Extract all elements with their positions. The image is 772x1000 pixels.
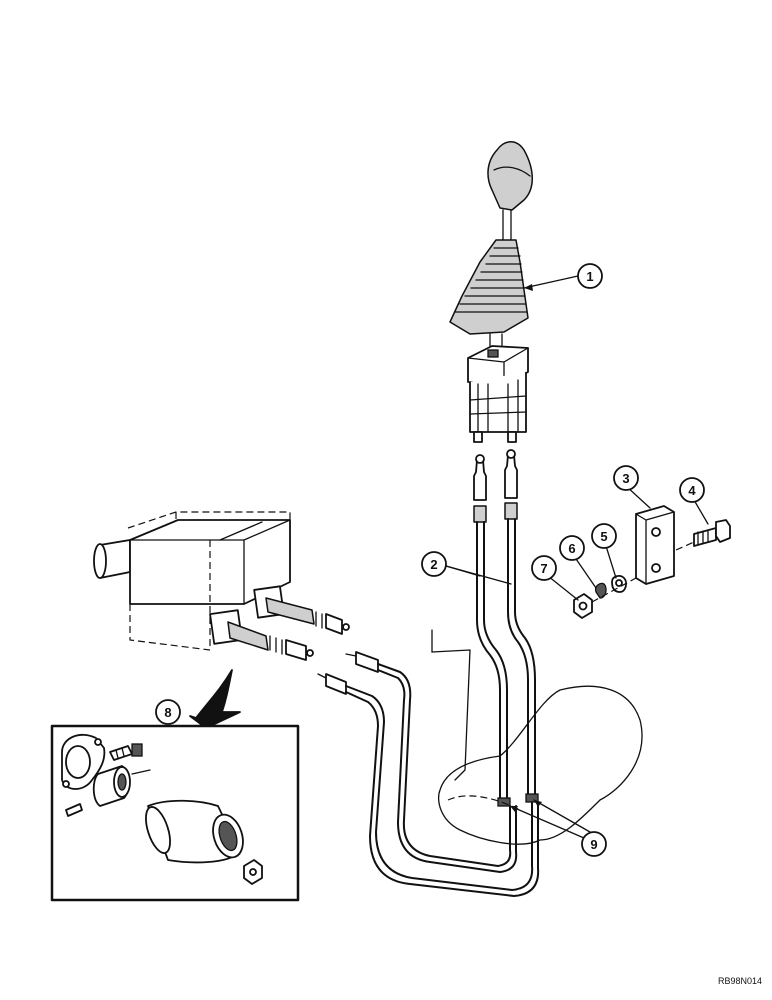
callout-5: 5 — [591, 523, 617, 549]
callout-9: 9 — [581, 831, 607, 857]
svg-text:6: 6 — [568, 541, 575, 556]
lock-washer — [594, 582, 607, 599]
rubber-boot — [449, 239, 529, 335]
cab-floor-panel — [431, 629, 643, 845]
callout-1: 1 — [577, 263, 603, 289]
svg-text:7: 7 — [540, 561, 547, 576]
bulkhead-fitting — [497, 797, 511, 807]
cap-screw — [675, 519, 731, 551]
svg-text:4: 4 — [688, 483, 696, 498]
reference-code: RB98N014 — [718, 976, 762, 986]
svg-text:1: 1 — [586, 269, 593, 284]
mounting-block — [635, 505, 675, 585]
hose-routing-lower — [317, 651, 540, 897]
svg-text:9: 9 — [590, 837, 597, 852]
callout-8: 8 — [155, 699, 181, 725]
callout-4: 4 — [679, 477, 705, 503]
joystick-assembly — [449, 141, 533, 443]
callout-3: 3 — [613, 465, 639, 491]
remote-control-valve — [93, 511, 350, 661]
pilot-hose-pair — [473, 449, 539, 807]
svg-text:3: 3 — [622, 471, 629, 486]
svg-text:8: 8 — [164, 705, 171, 720]
callout-6: 6 — [559, 535, 585, 561]
joystick-knob — [487, 141, 533, 211]
callout-7: 7 — [531, 555, 557, 581]
callout-2: 2 — [421, 551, 447, 577]
svg-text:5: 5 — [600, 529, 607, 544]
svg-text:2: 2 — [430, 557, 437, 572]
detail-inset — [50, 669, 300, 902]
